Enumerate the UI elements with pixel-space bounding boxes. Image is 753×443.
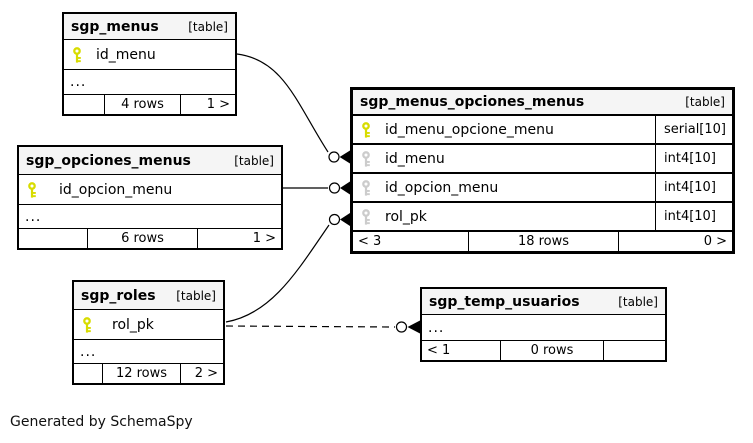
- footer-degree-right: 1 >: [180, 95, 235, 114]
- ellipsis-row: ...: [74, 340, 223, 364]
- table-footer: 4 rows 1 >: [64, 95, 235, 114]
- crow-foot-marker: [340, 181, 350, 195]
- primary-key-icon: [72, 46, 82, 63]
- column-name: id_menu: [96, 46, 156, 63]
- footer-degree-right: 0 >: [618, 232, 732, 251]
- footer-row-count: 12 rows: [102, 364, 180, 383]
- column-row-rol_pk: rol_pk int4[10]: [353, 203, 732, 232]
- zero-cardinality-circle: [328, 151, 340, 163]
- column-name: id_opcion_menu: [59, 181, 173, 198]
- zero-cardinality-circle: [328, 182, 341, 194]
- table-name: sgp_opciones_menus: [26, 152, 191, 169]
- crow-foot-marker: [339, 150, 350, 164]
- table-footer: 12 rows 2 >: [74, 364, 223, 383]
- crow-foot-marker: [407, 320, 420, 334]
- column-name: rol_pk: [112, 316, 154, 333]
- footer-degree-left: < 1: [427, 343, 451, 358]
- primary-key-icon: [27, 181, 37, 198]
- primary-key-icon: [82, 316, 92, 333]
- column-row-rol_pk: rol_pk: [74, 310, 223, 340]
- table-sgp_temp_usuarios[interactable]: sgp_temp_usuarios [table] ... < 1 0 rows: [420, 287, 667, 362]
- footer-row-count: 4 rows: [104, 95, 180, 114]
- table-sgp_menus_opciones_menus[interactable]: sgp_menus_opciones_menus [table] id_menu…: [350, 87, 735, 254]
- ellipsis-row: ...: [19, 205, 281, 229]
- table-header[interactable]: sgp_menus [table]: [64, 14, 235, 40]
- column-name: rol_pk: [385, 208, 427, 225]
- table-type-tag: [table]: [234, 153, 274, 168]
- table-footer: 6 rows 1 >: [19, 229, 281, 248]
- footer-degree-left: < 3: [358, 234, 382, 249]
- table-type-tag: [table]: [176, 288, 216, 303]
- generated-by-note: Generated by SchemaSpy: [10, 414, 193, 430]
- foreign-key-icon: [361, 150, 371, 167]
- column-row-id_opcion_menu: id_opcion_menu int4[10]: [353, 174, 732, 203]
- footer-degree-left: [19, 229, 87, 248]
- table-header[interactable]: sgp_roles [table]: [74, 282, 223, 310]
- ellipsis-row: ...: [64, 70, 235, 95]
- zero-cardinality-circle: [328, 213, 341, 226]
- column-row-id_menu: id_menu int4[10]: [353, 145, 732, 174]
- table-type-tag: [table]: [618, 294, 658, 309]
- foreign-key-icon: [361, 179, 371, 196]
- relationship-line-menus: [236, 53, 329, 153]
- column-row-id_menu: id_menu: [64, 40, 235, 70]
- table-name: sgp_temp_usuarios: [429, 293, 580, 310]
- column-row-id_opcion_menu: id_opcion_menu: [19, 175, 281, 205]
- footer-degree-right: 2 >: [180, 364, 223, 383]
- relationship-line-roles-temp-dashed: [225, 325, 396, 328]
- ellipsis-row: ...: [422, 315, 665, 341]
- column-row-id_menu_opcione_menu: id_menu_opcione_menu serial[10]: [353, 116, 732, 145]
- table-type-tag: [table]: [188, 19, 228, 34]
- footer-degree-left: [64, 95, 104, 114]
- table-sgp_roles[interactable]: sgp_roles [table] rol_pk ... 12 rows 2 >: [72, 280, 225, 385]
- foreign-key-icon: [361, 208, 371, 225]
- table-header[interactable]: sgp_menus_opciones_menus [table]: [353, 90, 732, 116]
- footer-row-count: 18 rows: [468, 232, 618, 251]
- table-footer: < 1 0 rows: [422, 341, 665, 360]
- crow-foot-marker: [340, 213, 350, 226]
- table-sgp_opciones_menus[interactable]: sgp_opciones_menus [table] id_opcion_men…: [17, 145, 283, 250]
- table-header[interactable]: sgp_opciones_menus [table]: [19, 147, 281, 175]
- column-type: serial[10]: [655, 116, 732, 143]
- table-name: sgp_roles: [81, 287, 156, 304]
- table-type-tag: [table]: [685, 95, 725, 109]
- column-type: int4[10]: [655, 145, 732, 172]
- footer-degree-right: 1 >: [197, 229, 281, 248]
- primary-key-icon: [361, 121, 371, 138]
- footer-row-count: 6 rows: [87, 229, 197, 248]
- column-name: id_menu_opcione_menu: [385, 121, 554, 138]
- column-type: int4[10]: [655, 174, 732, 201]
- column-name: id_menu: [385, 150, 445, 167]
- table-name: sgp_menus_opciones_menus: [360, 94, 585, 110]
- column-name: id_opcion_menu: [385, 179, 499, 196]
- zero-cardinality-circle: [395, 321, 408, 333]
- footer-degree-right: [603, 341, 665, 360]
- footer-degree-left: [74, 364, 102, 383]
- table-sgp_menus[interactable]: sgp_menus [table] id_menu ... 4 rows 1 >: [62, 12, 237, 116]
- table-footer: < 3 18 rows 0 >: [353, 232, 732, 251]
- column-type: int4[10]: [655, 203, 732, 230]
- footer-row-count: 0 rows: [500, 341, 603, 360]
- table-header[interactable]: sgp_temp_usuarios [table]: [422, 289, 665, 315]
- table-name: sgp_menus: [71, 18, 159, 35]
